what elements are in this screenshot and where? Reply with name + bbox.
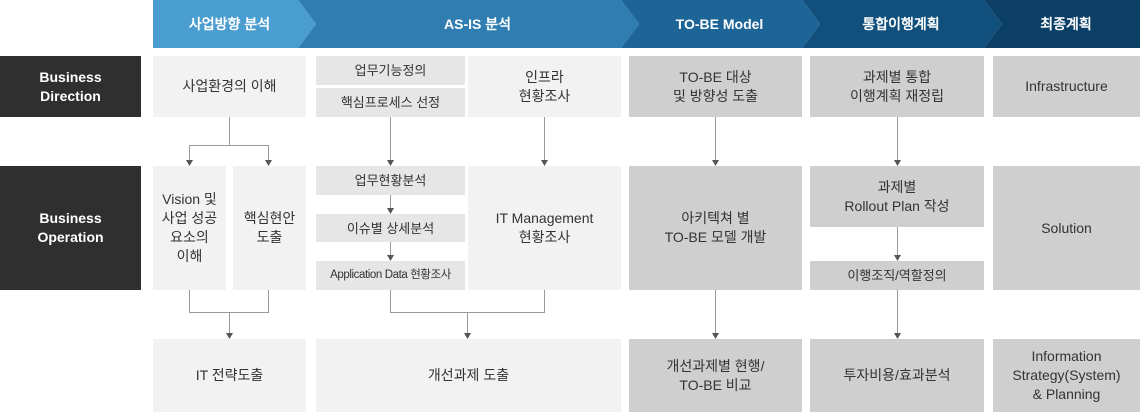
it-management-box: IT Management 현황조사 — [468, 166, 621, 290]
phase-3-shape — [621, 0, 820, 48]
row-label-business-direction: Business Direction — [0, 56, 141, 117]
invest-box: 투자비용/효과분석 — [810, 339, 984, 412]
phase-4-shape — [802, 0, 1002, 48]
issue-detail-box: 이슈별 상세분석 — [316, 214, 465, 242]
connector-biz-env — [189, 117, 269, 160]
phase-2-shape — [298, 0, 639, 48]
connector-col2-merge — [390, 290, 545, 333]
biz-env-box: 사업환경의 이해 — [153, 56, 306, 117]
phase-1-shape — [153, 0, 316, 48]
rollout-plan-box: 과제별 Rollout Plan 작성 — [810, 166, 984, 227]
phase-3: TO-BE Model — [629, 0, 810, 48]
phase-5-shape — [984, 0, 1140, 48]
info-strategy-box: Information Strategy(System) & Planning — [993, 339, 1140, 412]
app-data-box: Application Data 현황조사 — [316, 261, 465, 290]
solution-box: Solution — [993, 166, 1140, 290]
phase-2-label: AS-IS 분석 — [444, 16, 511, 32]
task-plan-box: 과제별 통합 이행계획 재정립 — [810, 56, 984, 117]
phase-header — [153, 0, 1140, 48]
infra-status-box: 인프라 현황조사 — [468, 56, 621, 117]
row-label-business-operation: Business Operation — [0, 166, 141, 290]
architecture-box: 아키텍쳐 별 TO-BE 모델 개발 — [629, 166, 802, 290]
core-process-box: 핵심프로세스 선정 — [316, 88, 465, 117]
phase-5-label: 최종계획 — [1040, 16, 1092, 32]
it-strategy-box: IT 전략도출 — [153, 339, 306, 412]
core-issue-box: 핵심현안 도출 — [233, 166, 306, 290]
biz-status-box: 업무현황분석 — [316, 166, 465, 195]
phase-1-label: 사업방향 분석 — [188, 16, 271, 32]
phase-3-label: TO-BE Model — [675, 16, 764, 32]
connector-col1-merge — [189, 290, 269, 333]
vision-box: Vision 및 사업 성공 요소의 이해 — [153, 166, 226, 290]
improve-task-box: 개선과제 도출 — [316, 339, 621, 412]
phase-1: 사업방향 분석 — [153, 0, 306, 48]
phase-5: 최종계획 — [992, 0, 1140, 48]
infrastructure-box: Infrastructure — [993, 56, 1140, 117]
phase-4: 통합이행계획 — [810, 0, 992, 48]
compare-box: 개선과제별 현행/ TO-BE 비교 — [629, 339, 802, 412]
func-def-box: 업무기능정의 — [316, 56, 465, 85]
org-role-box: 이행조직/역할정의 — [810, 261, 984, 290]
phase-4-label: 통합이행계획 — [862, 16, 940, 32]
phase-2: AS-IS 분석 — [316, 0, 639, 48]
tobe-target-box: TO-BE 대상 및 방향성 도출 — [629, 56, 802, 117]
